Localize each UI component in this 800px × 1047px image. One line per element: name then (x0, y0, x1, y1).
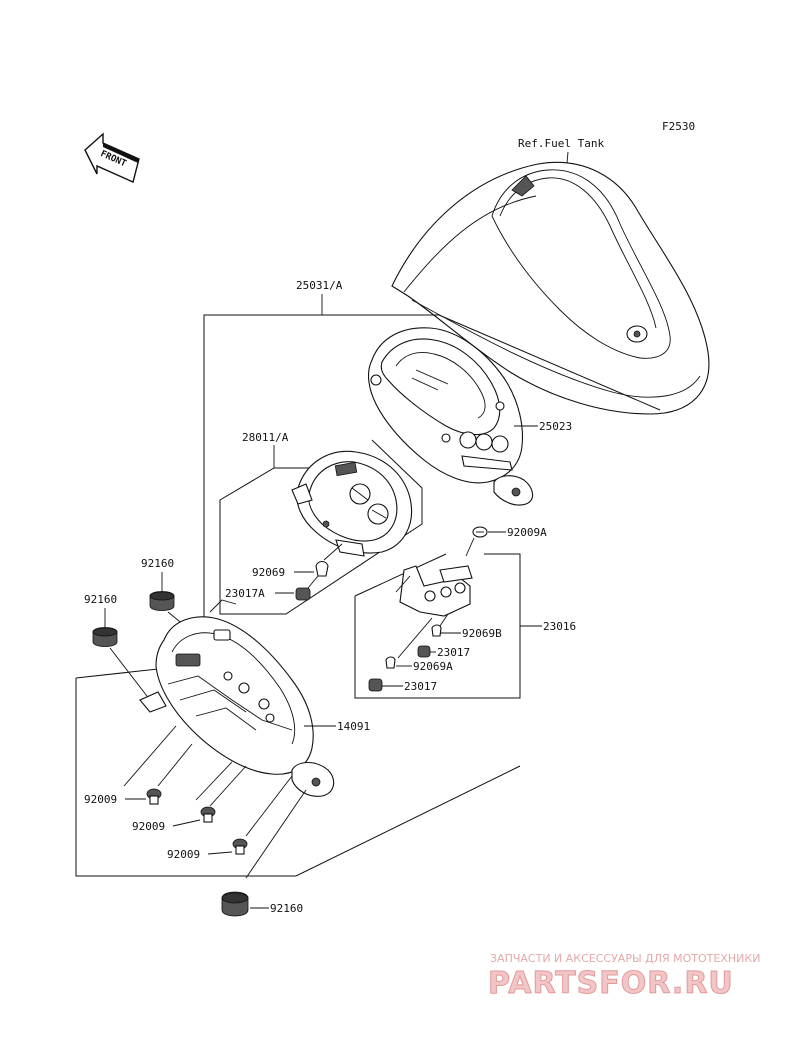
socket-23017a (295, 575, 319, 601)
label-23017-2: 23017 (404, 680, 437, 693)
indicator-bracket-23016 (395, 565, 473, 659)
leader-92009-2 (172, 819, 201, 827)
screw-92009-1 (146, 788, 162, 805)
meter-cover-25023 (367, 327, 534, 506)
watermark-brand: PARTSFOR.RU (488, 966, 734, 1001)
label-92160-2: 92160 (84, 593, 117, 606)
bulb-92069 (315, 543, 343, 577)
leader-92009-3 (207, 851, 233, 855)
label-28011a: 28011/A (242, 431, 289, 444)
ref-fuel-tank-label: Ref.Fuel Tank (518, 137, 604, 150)
front-arrow-icon: FRONT (84, 132, 140, 183)
screw-leaders (123, 725, 307, 879)
meter-case-14091 (139, 599, 335, 797)
grommet-92160-3 (221, 891, 249, 917)
watermark-tagline: ЗАПЧАСТИ И АКСЕССУАРЫ ДЛЯ МОТОТЕХНИКИ (490, 952, 760, 965)
screw-92009-2 (200, 806, 216, 823)
frame-23016 (354, 553, 521, 699)
figure-code: F2530 (662, 120, 695, 133)
label-92009-2: 92009 (132, 820, 165, 833)
screw-92009a (465, 526, 488, 557)
bulb-92069b (431, 624, 442, 637)
label-92069b: 92069B (462, 627, 502, 640)
label-23017a: 23017A (225, 587, 265, 600)
label-92069a: 92069A (413, 660, 453, 673)
frame-25031a-top (203, 314, 439, 664)
label-23017-1: 23017 (437, 646, 470, 659)
frame-28011a (219, 439, 423, 615)
socket-23017-2 (368, 678, 383, 692)
label-92009-1: 92009 (84, 793, 117, 806)
label-14091: 14091 (337, 720, 370, 733)
speedometer-28011 (291, 450, 412, 557)
socket-23017-1 (417, 645, 431, 658)
frame-25031a-right (438, 314, 661, 411)
frame-23016-top (354, 553, 447, 597)
label-23016: 23016 (543, 620, 576, 633)
label-25031a: 25031/A (296, 279, 343, 292)
label-92009a: 92009A (507, 526, 547, 539)
label-92009-3: 92009 (167, 848, 200, 861)
fuel-tank-cover (391, 161, 710, 415)
frame-25031a-bottom (75, 678, 521, 877)
label-92069: 92069 (252, 566, 285, 579)
label-25023: 25023 (539, 420, 572, 433)
bulb-92069a (385, 656, 396, 669)
label-92160-1: 92160 (141, 557, 174, 570)
label-92160-3: 92160 (270, 902, 303, 915)
grommet-92160-2 (92, 627, 151, 701)
screw-92009-3 (232, 838, 248, 855)
grommet-92160-1 (149, 591, 191, 631)
